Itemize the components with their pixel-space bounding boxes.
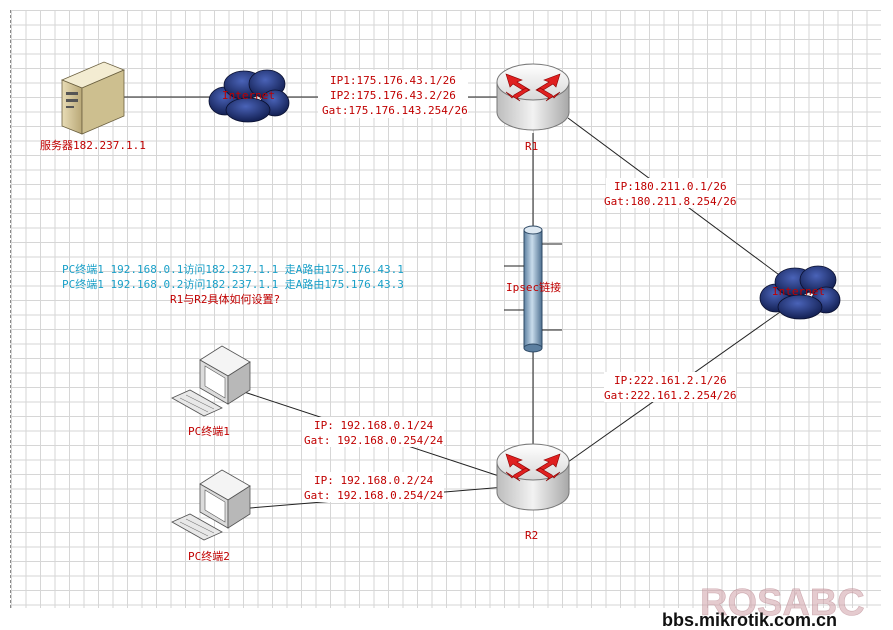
pc2-ip: IP: 192.168.0.2/24 xyxy=(314,474,434,487)
pc1-ip: IP: 192.168.0.1/24 xyxy=(314,419,434,432)
note: PC终端1 192.168.0.1访问182.237.1.1 走A路由175.1… xyxy=(62,262,404,306)
pc1-name: PC终端1 xyxy=(188,424,230,438)
r1-name: R1 xyxy=(525,140,538,153)
watermark: ROSABC bbs.mikrotik.com.cn xyxy=(662,582,865,630)
r1-gateway: Gat:175.176.143.254/26 xyxy=(322,104,468,117)
r1-isp-labels: IP:180.211.0.1/26 Gat:180.211.8.254/26 xyxy=(604,178,736,208)
r1-isp-ip: IP:180.211.0.1/26 xyxy=(614,180,727,193)
watermark-brand: ROSABC xyxy=(700,582,865,624)
r2-isp-ip: IP:222.161.2.1/26 xyxy=(614,374,727,387)
pc2-gateway: Gat: 192.168.0.254/24 xyxy=(304,489,443,502)
r2-name: R2 xyxy=(525,529,538,542)
cloud-icon: Internet xyxy=(208,69,290,123)
r1-ip1: IP1:175.176.43.1/26 xyxy=(330,74,456,87)
pc1-gateway: Gat: 192.168.0.254/24 xyxy=(304,434,443,447)
tunnel-label: Ipsec链接 xyxy=(506,280,561,294)
server-label: 服务器182.237.1.1 xyxy=(40,139,146,152)
note-line-1: PC终端1 192.168.0.1访问182.237.1.1 走A路由175.1… xyxy=(62,262,404,276)
cloud-right-label: Internet xyxy=(772,285,825,298)
note-line-2: PC终端1 192.168.0.2访问182.237.1.1 走A路由175.1… xyxy=(62,277,404,291)
r1-isp-gateway: Gat:180.211.8.254/26 xyxy=(604,195,736,208)
cloud-icon: Internet xyxy=(759,265,841,320)
router-icon xyxy=(496,63,570,131)
router-icon xyxy=(496,443,570,511)
pc-icon xyxy=(171,469,251,541)
r2-isp-labels: IP:222.161.2.1/26 Gat:222.161.2.254/26 xyxy=(604,372,736,402)
note-question: R1与R2具体如何设置? xyxy=(170,292,280,306)
ipsec-tunnel xyxy=(504,225,562,353)
cloud-left-label: Internet xyxy=(222,89,275,102)
r1-ip2: IP2:175.176.43.2/26 xyxy=(330,89,456,102)
pc2-labels: IP: 192.168.0.2/24 Gat: 192.168.0.254/24 xyxy=(302,472,444,502)
server-icon xyxy=(60,61,126,135)
pc1-labels: IP: 192.168.0.1/24 Gat: 192.168.0.254/24 xyxy=(302,417,444,447)
pc2-name: PC终端2 xyxy=(188,549,230,563)
watermark-url: bbs.mikrotik.com.cn xyxy=(662,610,837,630)
r2-isp-gateway: Gat:222.161.2.254/26 xyxy=(604,389,736,402)
r1-wan-labels: IP1:175.176.43.1/26 IP2:175.176.43.2/26 … xyxy=(318,70,468,118)
pc-icon xyxy=(171,345,251,417)
